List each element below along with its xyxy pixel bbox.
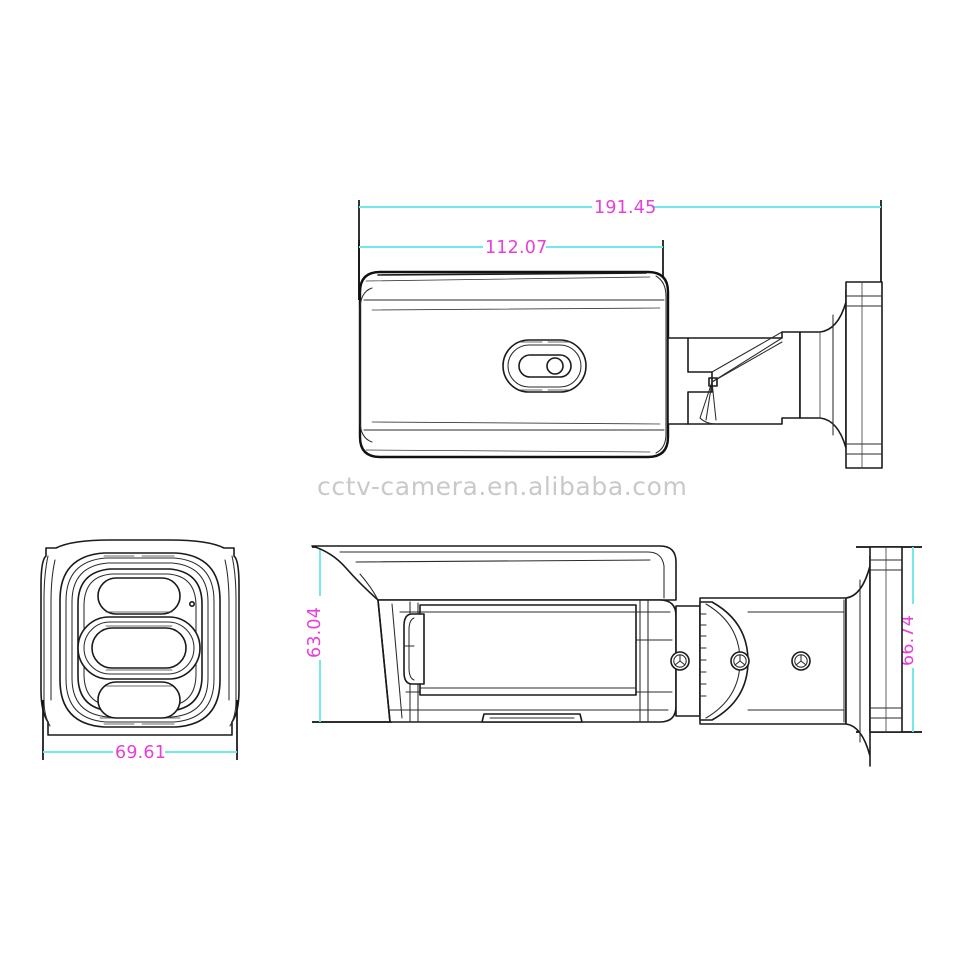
side-view: 63.04 66.74 (305, 545, 922, 767)
dimension-label-69-61: 69.61 (115, 743, 166, 763)
dimension-label-112-07: 112.07 (485, 238, 547, 258)
dimension-body-width: 69.61 (42, 700, 238, 763)
side-view-bracket-screw-2 (730, 651, 750, 671)
top-view-mount-neck (799, 289, 847, 449)
front-view: 69.61 (40, 539, 240, 763)
dimension-label-66-74: 66.74 (898, 615, 918, 666)
dimension-label-191-45: 191.45 (594, 198, 656, 218)
side-view-mount-neck (845, 555, 871, 767)
side-view-camera-body (377, 599, 677, 723)
top-view: 191.45 112.07 (358, 198, 883, 469)
dimension-overall-length: 191.45 (358, 198, 882, 300)
side-view-mount-base (869, 546, 903, 733)
side-view-bracket-screw-3 (791, 651, 811, 671)
front-view-ir-led-bottom (97, 681, 181, 719)
front-view-microphone-pinhole (189, 600, 196, 607)
front-view-lens (77, 616, 201, 680)
side-view-sun-shield (311, 545, 677, 601)
top-view-indicator-button (502, 339, 587, 393)
side-view-bracket-screw-1 (670, 651, 690, 671)
dimension-body-length: 112.07 (358, 238, 664, 300)
dimension-label-63-04: 63.04 (305, 607, 325, 658)
front-view-ir-led-top (97, 577, 181, 615)
front-view-face (83, 573, 197, 707)
top-view-mount-base (845, 281, 883, 469)
top-view-bracket-arm (667, 331, 801, 425)
side-view-bracket-arm (670, 597, 847, 725)
watermark-text: cctv-camera.en.alibaba.com (317, 472, 687, 501)
